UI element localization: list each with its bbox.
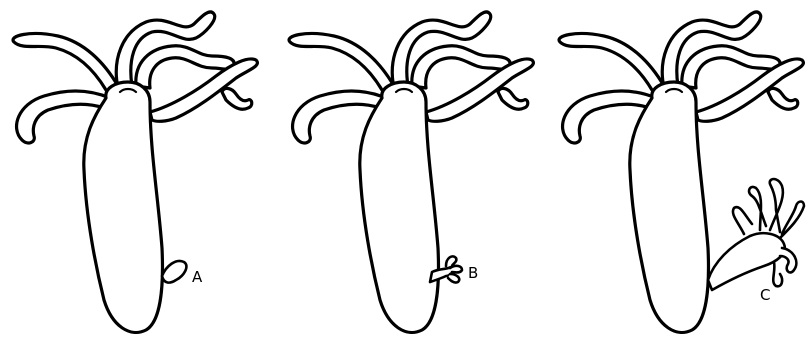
- stage-label-a: A: [192, 268, 203, 286]
- hydra-stage-b: B: [289, 12, 533, 333]
- bud-c-tentacle: [773, 262, 782, 286]
- bud-c-tentacle: [770, 179, 783, 232]
- bud-b-tentacle: [450, 266, 462, 273]
- stage-label-c: C: [760, 286, 770, 304]
- bud-a: [162, 261, 186, 283]
- bud-b-tentacle: [448, 274, 459, 283]
- hydra-stage-a: A: [13, 12, 257, 333]
- hydra-stage-c: C: [559, 12, 804, 333]
- stage-label-b: B: [468, 264, 478, 282]
- bud-c-tentacle: [733, 207, 752, 234]
- bud-c-tentacle: [780, 248, 796, 272]
- bud-c-tentacle: [780, 202, 804, 239]
- bud-b-tentacle: [446, 256, 456, 266]
